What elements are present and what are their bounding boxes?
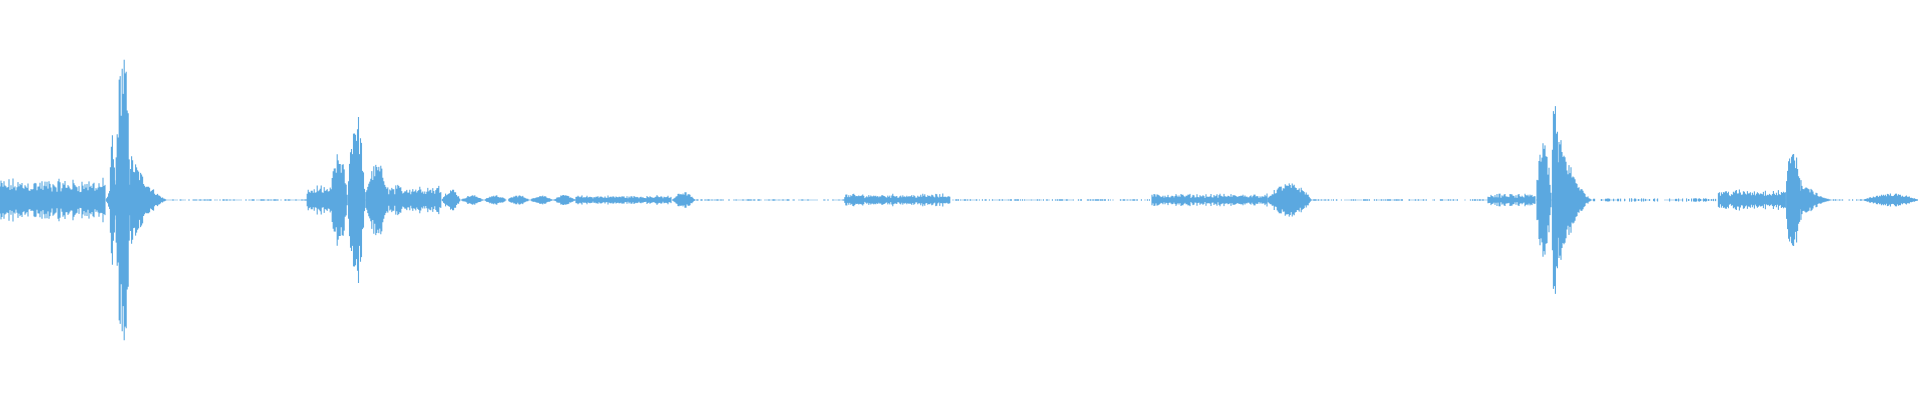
- waveform-samples: [0, 59, 1918, 341]
- waveform-path: [0, 59, 1918, 341]
